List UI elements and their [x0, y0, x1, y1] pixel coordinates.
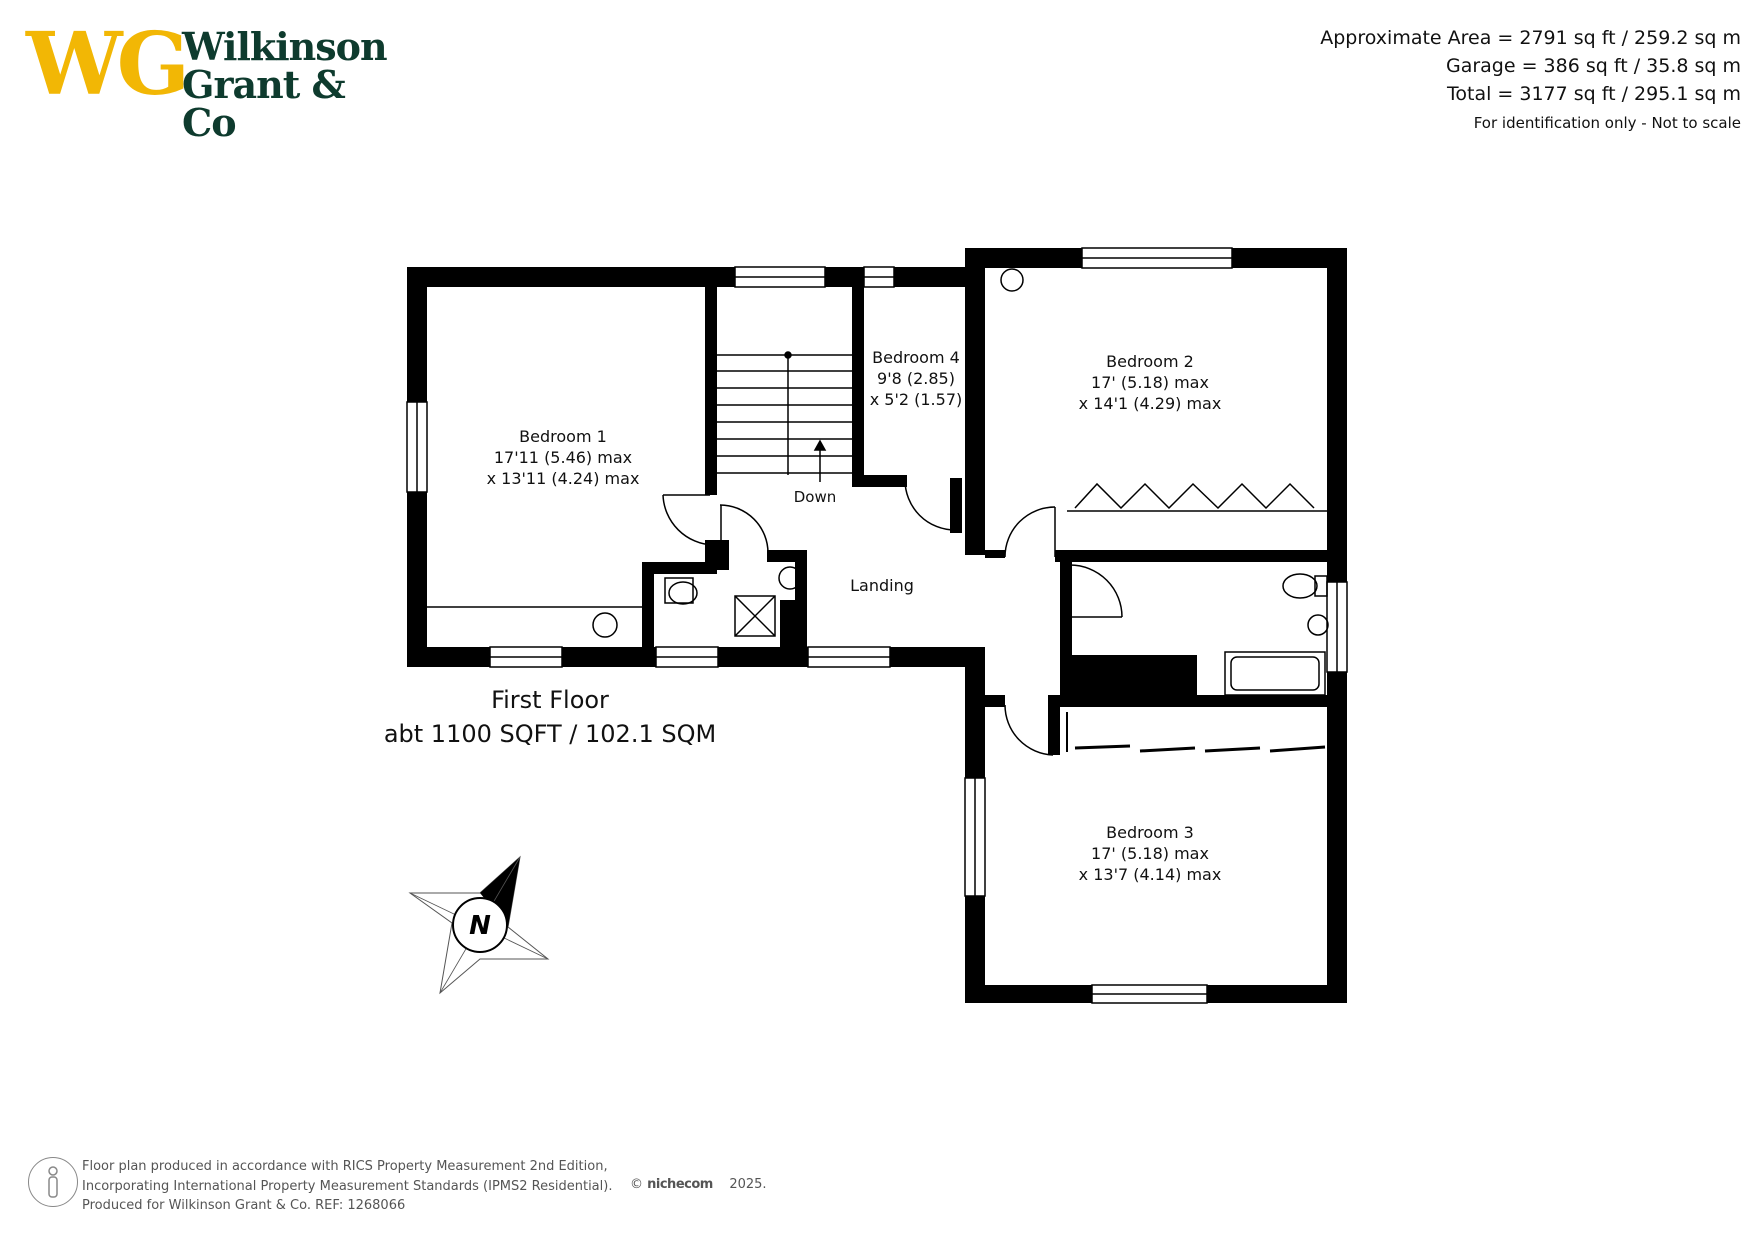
compass-letter: N	[469, 911, 491, 941]
logo-name-line2: Grant & Co	[182, 62, 346, 145]
bath	[1224, 651, 1326, 696]
bedroom2-dim1: 17' (5.18) max	[1091, 373, 1209, 392]
shower-ensuite	[734, 595, 776, 637]
footer-copyright: © nichecom 2025.	[630, 1177, 767, 1192]
basin-bathroom	[1307, 614, 1329, 636]
producer-logo: nichecom	[647, 1177, 713, 1192]
bedroom1-name: Bedroom 1	[519, 427, 607, 446]
bedroom3-name: Bedroom 3	[1106, 823, 1194, 842]
basin-ensuite	[778, 566, 802, 590]
windows	[406, 247, 1348, 1004]
wardrobe-bedroom2	[1067, 482, 1328, 512]
person-icon	[28, 1157, 78, 1207]
logo-initials: WG	[26, 14, 190, 115]
bedroom1-dim2: x 13'11 (4.24) max	[487, 469, 640, 488]
footer-line1: Floor plan produced in accordance with R…	[82, 1159, 608, 1174]
total-area: Total = 3177 sq ft / 295.1 sq m	[1447, 83, 1741, 105]
company-logo: WG Wilkinson Grant & Co	[26, 22, 388, 142]
stairs	[715, 351, 860, 482]
approximate-area: Approximate Area = 2791 sq ft / 259.2 sq…	[1320, 27, 1741, 49]
bedroom2-dim2: x 14'1 (4.29) max	[1079, 394, 1222, 413]
compass-icon: N	[408, 855, 550, 995]
garage-area: Garage = 386 sq ft / 35.8 sq m	[1445, 55, 1741, 77]
basin-bedroom2	[1000, 268, 1024, 292]
floor-label: First Floor abt 1100 SQFT / 102.1 SQM	[370, 683, 730, 751]
basin-bedroom1	[592, 612, 618, 638]
copyright-symbol: ©	[630, 1177, 643, 1192]
bedroom3-dim1: 17' (5.18) max	[1091, 844, 1209, 863]
scale-note: For identification only - Not to scale	[1473, 114, 1741, 132]
copyright-year: 2025.	[729, 1177, 767, 1192]
bedroom4-dim2: x 5'2 (1.57)	[870, 390, 963, 409]
logo-name-line1: Wilkinson	[182, 24, 388, 69]
bedroom1-dim1: 17'11 (5.46) max	[494, 448, 632, 467]
bedroom3-dim2: x 13'7 (4.14) max	[1079, 865, 1222, 884]
floor-name: First Floor	[491, 686, 609, 714]
logo-name: Wilkinson Grant & Co	[182, 24, 388, 145]
room-labels: Bedroom 1 17'11 (5.46) max x 13'11 (4.24…	[487, 348, 1222, 884]
toilet-bathroom	[1282, 573, 1318, 599]
area-summary: Approximate Area = 2791 sq ft / 259.2 sq…	[1320, 24, 1741, 138]
footer-line2: Incorporating International Property Mea…	[82, 1178, 613, 1194]
landing-name: Landing	[850, 576, 914, 595]
footer-line3: Produced for Wilkinson Grant & Co. REF: …	[82, 1198, 406, 1213]
bedroom2-name: Bedroom 2	[1106, 352, 1194, 371]
door-swings	[662, 479, 1123, 756]
footer: Floor plan produced in accordance with R…	[28, 1157, 788, 1217]
stairs-label: Down	[794, 488, 837, 506]
floor-area: abt 1100 SQFT / 102.1 SQM	[383, 720, 717, 748]
bedroom4-name: Bedroom 4	[872, 348, 960, 367]
fixtures	[427, 268, 1329, 696]
footer-text: Floor plan produced in accordance with R…	[82, 1157, 612, 1216]
wardrobe-bedroom3	[1066, 712, 1326, 753]
bedroom4-dim1: 9'8 (2.85)	[877, 369, 955, 388]
